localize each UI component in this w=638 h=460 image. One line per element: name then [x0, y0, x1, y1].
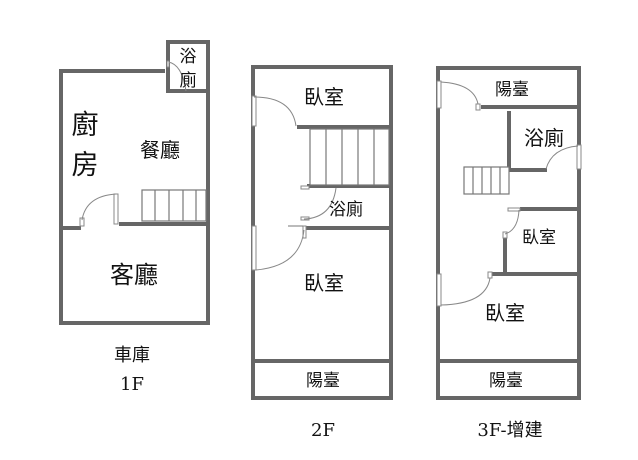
room-label-living: 客廳 [110, 261, 158, 289]
door-swing [440, 277, 491, 306]
caption-garage: 車庫 [114, 345, 150, 366]
door-balcony-front-3f[interactable] [436, 80, 481, 111]
stairs-3f [463, 166, 510, 195]
door-leaf [436, 273, 442, 307]
door-leaf [251, 225, 257, 271]
door-bedroom-large-3f[interactable] [436, 271, 493, 307]
door-swing [545, 145, 579, 170]
room-label-bathroom-2f: 浴廁 [329, 199, 363, 220]
room-label-bathroom-3f: 浴廁 [524, 126, 564, 150]
door-jamb [475, 103, 481, 111]
room-label-balcony-2f: 陽臺 [306, 371, 340, 391]
floor-3f: 陽臺 浴廁 臥室 臥室 陽臺 3F-增建 [436, 66, 582, 441]
room-label-bathroom-1f-a: 浴 [180, 47, 197, 67]
door-swing [303, 187, 337, 220]
door-swing [167, 61, 187, 92]
door-jamb [302, 225, 307, 239]
door-jamb [300, 185, 310, 190]
stairs-1f [141, 189, 207, 222]
door-leaf [166, 60, 170, 68]
door-leaf [113, 193, 119, 225]
door-bedroom-rear-2f[interactable] [251, 225, 307, 271]
room-label-bedroom-small-3f: 臥室 [522, 228, 556, 248]
stairs-2f [309, 128, 390, 186]
door-bedroom-small-3f[interactable] [502, 207, 521, 239]
door-leaf [251, 95, 257, 127]
caption-3f: 3F-增建 [477, 420, 542, 441]
door-swing [504, 209, 520, 235]
door-jamb [502, 231, 508, 239]
floor-2f: 臥室 浴廁 臥室 陽臺 2F [251, 65, 393, 441]
door-jamb [487, 271, 493, 279]
room-label-kitchen-a: 廚 [72, 110, 99, 141]
room-label-bedroom-front-2f: 臥室 [304, 85, 344, 109]
caption-2f: 2F [311, 420, 335, 441]
door-swing [255, 229, 305, 271]
room-label-balcony-rear-3f: 陽臺 [489, 371, 523, 391]
door-leaf [507, 207, 521, 212]
door-bathroom-3f[interactable] [545, 144, 582, 170]
door-bedroom-front-2f[interactable] [251, 95, 297, 127]
door-swing [440, 81, 479, 105]
floor-1f: 浴 廁 廚 房 餐廳 客廳 車庫 1F [59, 40, 210, 395]
room-label-bedroom-large-3f: 臥室 [485, 301, 525, 325]
walls-2f [251, 65, 393, 400]
room-label-bedroom-rear-2f: 臥室 [304, 271, 344, 295]
walls-1f [59, 69, 210, 325]
room-label-dining: 餐廳 [140, 138, 180, 162]
door-leaf [576, 144, 582, 170]
bathroom-1f [166, 40, 210, 93]
door-leaf [436, 80, 442, 109]
caption-1f: 1F [120, 374, 144, 395]
door-swing [81, 193, 117, 221]
door-bathroom-2f[interactable] [300, 185, 337, 221]
room-label-bathroom-1f-b: 廁 [180, 70, 197, 91]
bathroom-1f-walls [166, 40, 210, 93]
door-swing [253, 96, 297, 127]
door-1f[interactable] [79, 193, 119, 227]
room-label-kitchen-b: 房 [72, 150, 99, 181]
room-label-balcony-front-3f: 陽臺 [495, 80, 529, 100]
